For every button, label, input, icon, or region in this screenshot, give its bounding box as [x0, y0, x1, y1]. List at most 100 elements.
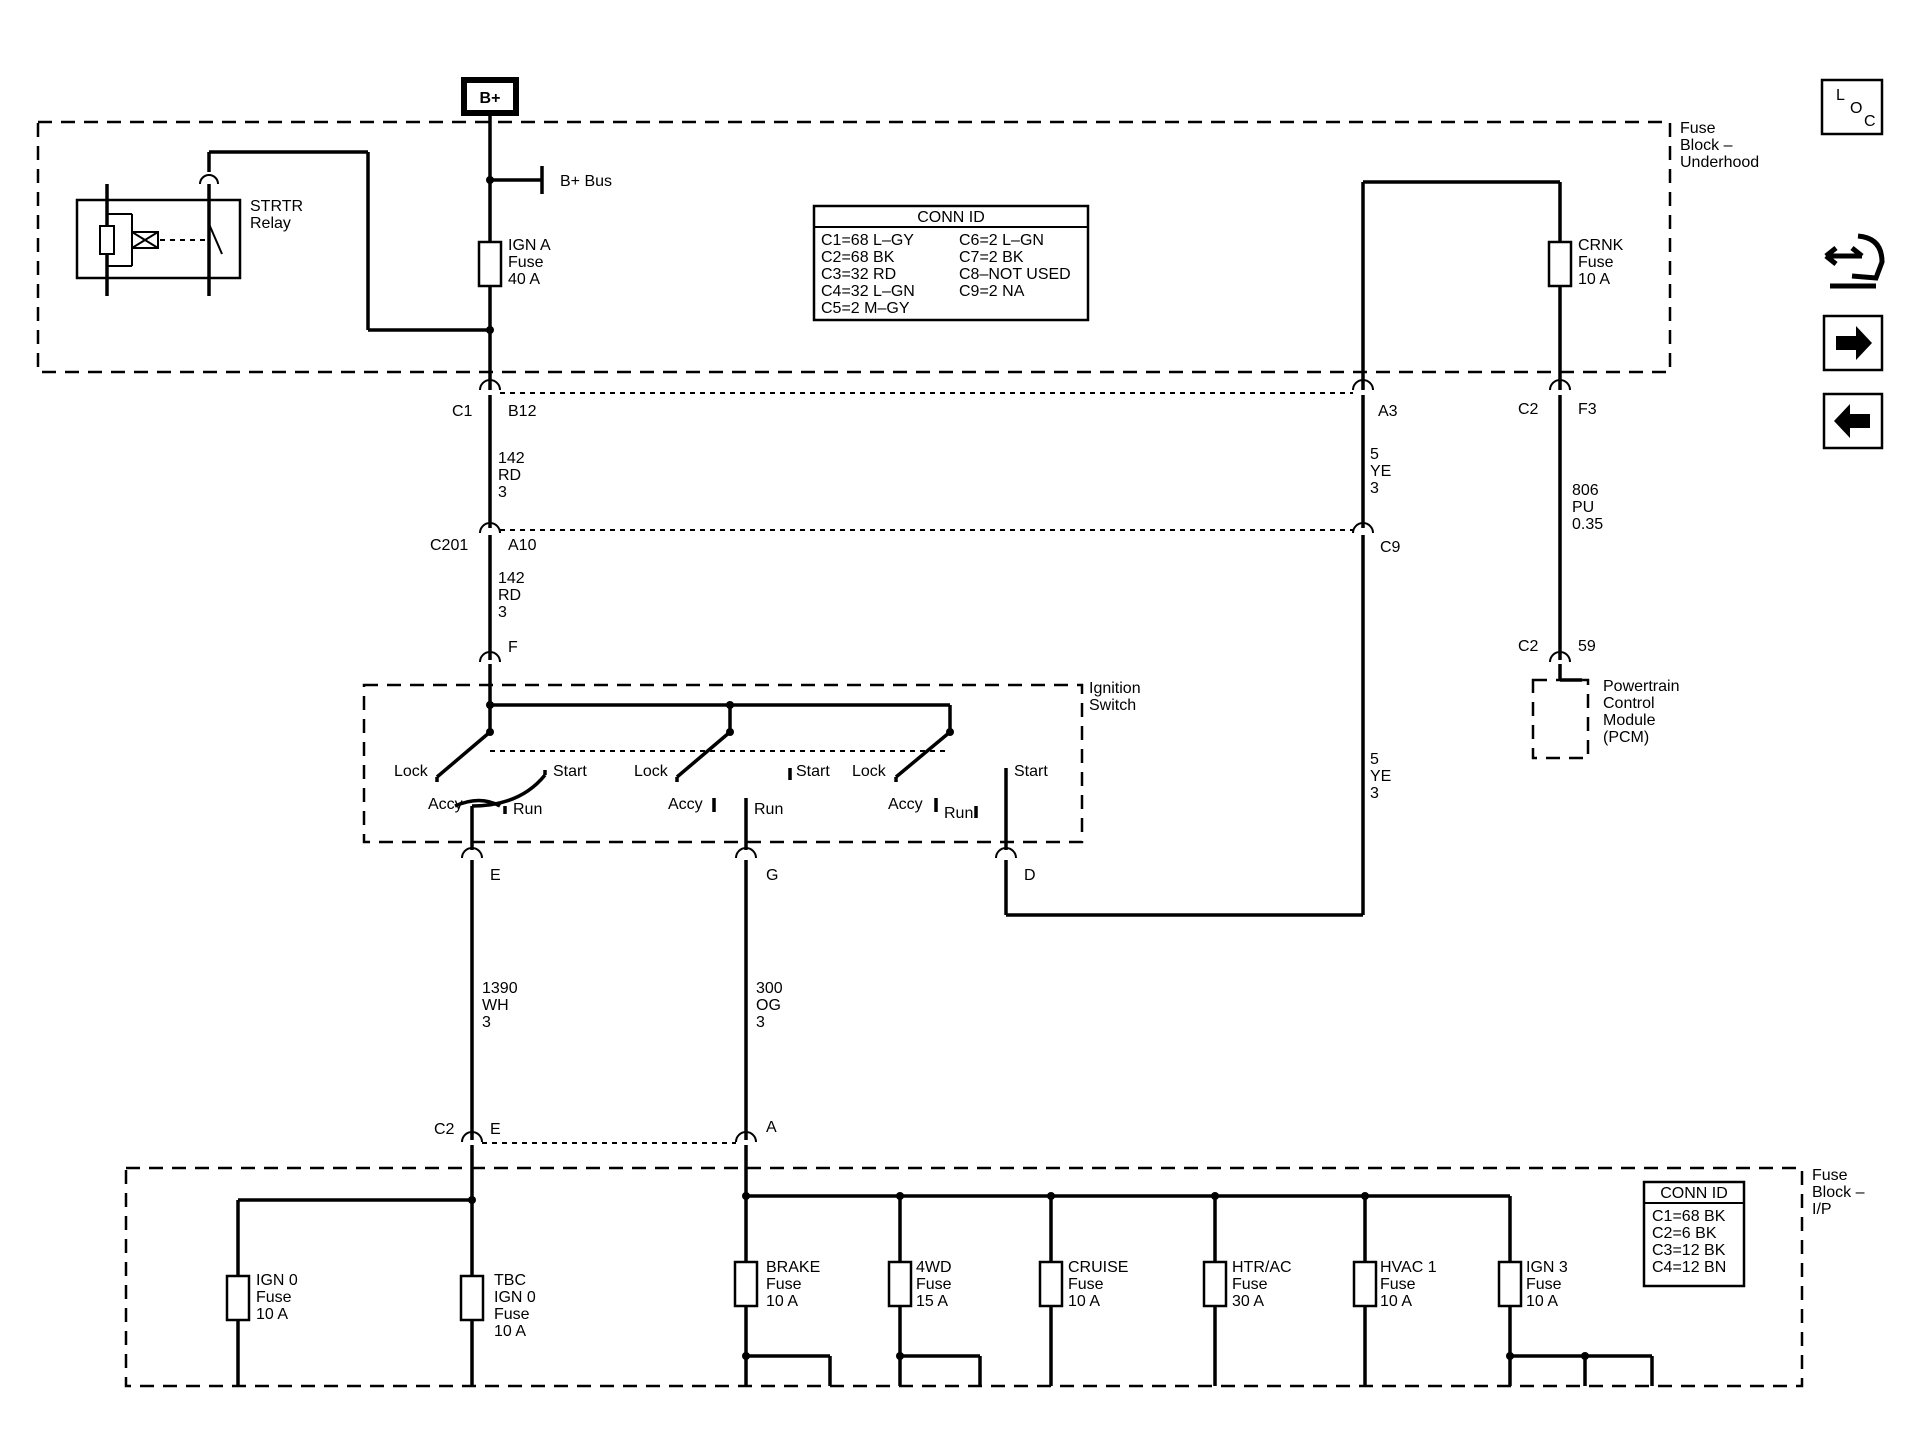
wire-5-label-1: 5 [1370, 446, 1379, 463]
connector-c201: C201 [430, 537, 468, 554]
connector-c1: C1 [452, 403, 473, 420]
fuse-htr-ac-label: HTR/AC [1232, 1259, 1292, 1276]
fuse-tbc-label-2: IGN 0 [494, 1289, 536, 1306]
relay-label: STRTR [250, 198, 303, 215]
ignition-switch-label-2: Switch [1089, 697, 1136, 714]
fuse-brake-label-3: 10 A [766, 1293, 798, 1310]
fuse-block-underhood [36, 120, 1672, 374]
fuse-ign0-label: IGN 0 [256, 1272, 298, 1289]
switch2-start-label: Start [796, 763, 830, 780]
wire-5-label-2-color: YE [1370, 768, 1391, 785]
starter-relay [75, 150, 494, 334]
fuse-cruise-label: CRUISE [1068, 1259, 1128, 1276]
fuse-htr-ac: HTR/AC Fuse 30 A [1202, 1259, 1292, 1310]
pin-d-switch: D [1024, 867, 1036, 884]
connector-view-icon[interactable] [1824, 233, 1885, 289]
fuse-brake: BRAKE Fuse 10 A [733, 1259, 820, 1310]
conn-id-ip-row-4: C4=12 BN [1652, 1259, 1726, 1276]
fuse-tbc-label-3: Fuse [494, 1306, 530, 1323]
fuse-htr-ac-label-3: 30 A [1232, 1293, 1264, 1310]
fuse-block-underhood-label-3: Underhood [1680, 154, 1759, 171]
crnk-fuse-label: CRNK [1578, 237, 1624, 254]
wire-1390-label-color: WH [482, 997, 509, 1014]
wire-142-label-2-color: RD [498, 587, 521, 604]
pin-b12: B12 [508, 403, 537, 420]
wire-142-label-2-size: 3 [498, 604, 507, 621]
wire-5-label-1-size: 3 [1370, 480, 1379, 497]
pin-g-switch: G [766, 867, 778, 884]
ignition-switch [362, 683, 1084, 844]
switch1-start-label: Start [553, 763, 587, 780]
wire-5-label-2: 5 [1370, 751, 1379, 768]
bplus-bus-label: B+ Bus [560, 173, 612, 190]
conn-id-row-c1: C1=68 L–GY [821, 232, 914, 249]
conn-id-ip-row-1: C1=68 BK [1652, 1208, 1726, 1225]
wire-142-label-1-color: RD [498, 467, 521, 484]
fuse-ign3-label-2: Fuse [1526, 1276, 1562, 1293]
fuse-block-ip [124, 1166, 1804, 1388]
fuse-ign3-label-3: 10 A [1526, 1293, 1558, 1310]
switch1-accy-label: Accy [428, 796, 463, 813]
conn-id-title-top: CONN ID [917, 209, 985, 226]
conn-id-row-c5: C5=2 M–GY [821, 300, 910, 317]
wire-5-label-2-size: 3 [1370, 785, 1379, 802]
ign-a-fuse [477, 240, 503, 288]
fuse-4wd: 4WD Fuse 15 A [887, 1259, 952, 1310]
connector-c2-bottom: C2 [434, 1121, 455, 1138]
wire-5-label-1-color: YE [1370, 463, 1391, 480]
conn-id-title-ip: CONN ID [1660, 1185, 1728, 1202]
pin-59: 59 [1578, 638, 1596, 655]
conn-id-table-ip: CONN ID C1=68 BK C2=6 BK C3=12 BK C4=12 … [1642, 1180, 1746, 1288]
wire-142-label-1: 142 [498, 450, 525, 467]
fuse-ign3: IGN 3 Fuse 10 A [1497, 1259, 1568, 1310]
crnk-fuse [1547, 240, 1573, 288]
pin-c9: C9 [1380, 539, 1401, 556]
wire-1390-label: 1390 [482, 980, 518, 997]
loc-l: L [1836, 87, 1845, 104]
pin-f3: F3 [1578, 401, 1597, 418]
pin-e-bottom: E [490, 1121, 501, 1138]
fuse-4wd-label-2: Fuse [916, 1276, 952, 1293]
arrow-right-icon [1836, 326, 1872, 360]
fuse-block-ip-label-2: Block – [1812, 1184, 1865, 1201]
fuse-htr-ac-label-2: Fuse [1232, 1276, 1268, 1293]
fuse-block-underhood-label: Fuse [1680, 120, 1716, 137]
conn-id-ip-row-3: C3=12 BK [1652, 1242, 1726, 1259]
ign-a-fuse-label-3: 40 A [508, 271, 540, 288]
fuse-tbc-ign0: TBC IGN 0 Fuse 10 A [459, 1272, 536, 1340]
wire-300-label: 300 [756, 980, 783, 997]
fuse-brake-label: BRAKE [766, 1259, 820, 1276]
next-page-button[interactable] [1822, 314, 1884, 372]
ign-a-fuse-label-2: Fuse [508, 254, 544, 271]
connector-c2-top: C2 [1518, 401, 1539, 418]
conn-id-row-c9: C9=2 NA [959, 283, 1025, 300]
fuse-ign0-label-2: Fuse [256, 1289, 292, 1306]
conn-id-row-c6: C6=2 L–GN [959, 232, 1044, 249]
crnk-fuse-label-2: Fuse [1578, 254, 1614, 271]
fuse-tbc-label-4: 10 A [494, 1323, 526, 1340]
switch1-lock-label: Lock [394, 763, 429, 780]
ignition-switch-label: Ignition [1089, 680, 1141, 697]
conn-id-row-c3: C3=32 RD [821, 266, 896, 283]
fuse-ign0: IGN 0 Fuse 10 A [225, 1272, 298, 1323]
fuse-hvac1-label-3: 10 A [1380, 1293, 1412, 1310]
crnk-fuse-label-3: 10 A [1578, 271, 1610, 288]
location-button[interactable]: L O C [1820, 78, 1884, 136]
conn-id-row-c4: C4=32 L–GN [821, 283, 915, 300]
fuse-ign3-label: IGN 3 [1526, 1259, 1568, 1276]
pcm-label-4: (PCM) [1603, 729, 1649, 746]
connector-c2-pcm: C2 [1518, 638, 1539, 655]
fuse-ign0-label-3: 10 A [256, 1306, 288, 1323]
fuse-block-ip-label-3: I/P [1812, 1201, 1832, 1218]
wire-300-label-size: 3 [756, 1014, 765, 1031]
pcm-label-2: Control [1603, 695, 1655, 712]
relay-label-2: Relay [250, 215, 291, 232]
wire-806-label-size: 0.35 [1572, 516, 1603, 533]
fuse-hvac1-label: HVAC 1 [1380, 1259, 1437, 1276]
fuse-cruise-label-3: 10 A [1068, 1293, 1100, 1310]
bplus-label: B+ [480, 90, 501, 107]
switch3-lock-label: Lock [852, 763, 887, 780]
previous-page-button[interactable] [1822, 392, 1884, 450]
fuse-hvac1: HVAC 1 Fuse 10 A [1352, 1259, 1437, 1310]
